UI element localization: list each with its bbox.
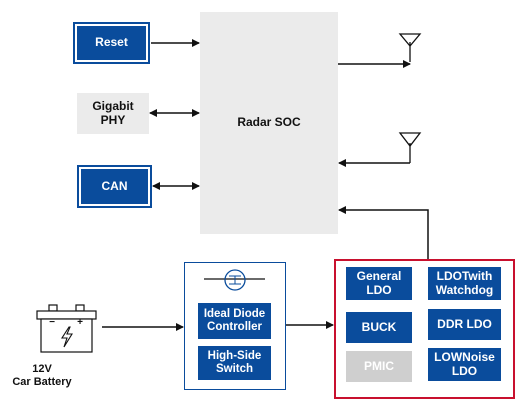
ldo-watchdog-label: LDOTwith Watchdog (435, 268, 494, 297)
high-side-switch-block: High-Side Switch (198, 346, 271, 380)
buck-block: BUCK (346, 312, 412, 343)
battery-icon (36, 304, 97, 353)
antenna-icon (398, 33, 422, 48)
radar-soc-label: Radar SOC (237, 115, 301, 130)
radar-soc-block: Radar SOC (200, 12, 338, 234)
ideal-diode-controller-block: Ideal Diode Controller (198, 303, 271, 339)
pmic-label: PMIC (364, 358, 394, 373)
general-ldo-label: General LDO (356, 268, 402, 297)
power-feedback-arrow (338, 206, 429, 259)
antenna-icon (398, 132, 422, 148)
pmic-block: PMIC (346, 351, 412, 382)
reset-block: Reset (73, 22, 150, 64)
battery-minus-sign: − (49, 317, 55, 328)
gigabit-phy-block: Gigabit PHY (77, 93, 149, 134)
buck-label: BUCK (361, 319, 397, 334)
general-ldo-block: General LDO (346, 267, 412, 300)
high-side-switch-label: High-Side Switch (207, 349, 262, 375)
ideal-diode-controller-label: Ideal Diode Controller (203, 307, 266, 333)
reset-label: Reset (95, 35, 128, 50)
battery-plus-sign: + (77, 317, 83, 328)
ddr-ldo-block: DDR LDO (428, 309, 501, 340)
can-block: CAN (77, 165, 152, 208)
low-noise-ldo-block: LOWNoise LDO (428, 348, 501, 381)
mosfet-icon (204, 269, 265, 291)
ldo-watchdog-block: LDOTwith Watchdog (428, 267, 501, 300)
battery-label: 12V Car Battery (12, 363, 72, 389)
can-label: CAN (101, 178, 128, 193)
low-noise-ldo-label: LOWNoise LDO (434, 349, 495, 378)
gigabit-phy-label: Gigabit PHY (92, 98, 134, 127)
ddr-ldo-label: DDR LDO (437, 316, 492, 331)
